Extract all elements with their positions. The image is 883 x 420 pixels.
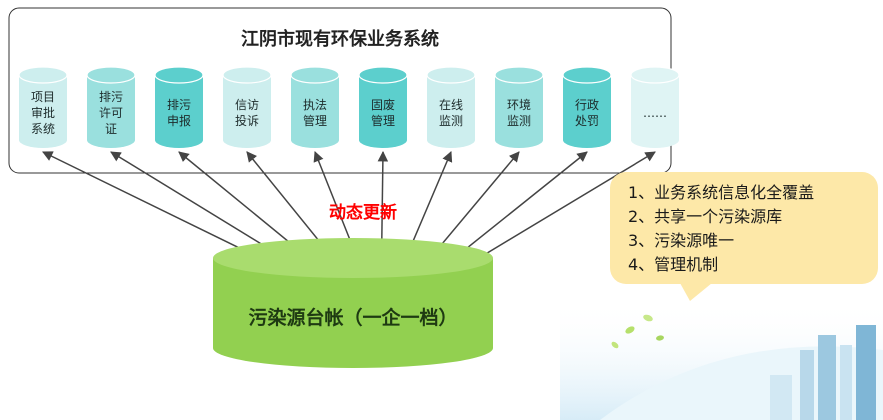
system-cylinder-label: 固废 (371, 97, 395, 112)
system-cylinder-label: 信访 (235, 98, 259, 112)
system-cylinder-body (291, 75, 339, 148)
system-cylinder-body (631, 75, 679, 148)
system-cylinder-body (427, 75, 475, 148)
system-cylinder-top (18, 66, 68, 84)
system-cylinder-top (494, 66, 544, 84)
system-cylinder-label: 管理 (303, 113, 327, 128)
system-cylinder-top (358, 66, 408, 84)
system-cylinder-label: 系统 (31, 122, 55, 136)
system-cylinder-top (222, 66, 272, 84)
system-cylinder-top (290, 66, 340, 84)
note-item-2: 2、共享一个污染源库 (628, 207, 783, 226)
dynamic-update-label: 动态更新 (329, 202, 397, 223)
system-cylinder-label: 行政 (575, 98, 599, 112)
system-cylinder: …… (630, 66, 680, 148)
system-cylinder-body (563, 75, 611, 148)
city-decoration (560, 300, 883, 420)
database-label: 污染源台帐（一企一档） (248, 306, 457, 329)
system-cylinder-body (155, 75, 203, 148)
system-cylinder-label: 在线 (439, 98, 463, 112)
note-item-1: 1、业务系统信息化全覆盖 (628, 183, 815, 202)
system-cylinder-body (19, 75, 67, 148)
system-cylinder-label: 许可 (99, 106, 123, 120)
system-cylinder-body (223, 75, 271, 148)
system-cylinder-body (495, 75, 543, 148)
note-item-3: 3、污染源唯一 (628, 231, 735, 250)
system-cylinder-label: 处罚 (575, 114, 599, 128)
system-cylinder-label: 项目 (31, 90, 55, 104)
system-cylinders: 项目审批系统排污许可证排污申报信访投诉执法管理固废管理在线监测环境监测行政处罚…… (18, 66, 680, 148)
notes-callout-tail (680, 283, 712, 301)
system-cylinder-top (562, 66, 612, 84)
system-cylinder-label: 排污 (99, 90, 123, 104)
system-cylinder-label: 执法 (303, 98, 327, 112)
system-cylinder-label: 证 (105, 122, 117, 136)
system-cylinder-top (426, 66, 476, 84)
notes-callout: 1、业务系统信息化全覆盖 2、共享一个污染源库 3、污染源唯一 4、管理机制 (610, 172, 878, 284)
sync-arrow (471, 151, 656, 263)
system-box-title: 江阴市现有环保业务系统 (241, 28, 439, 50)
system-cylinder-label: 审批 (31, 105, 55, 120)
system-cylinder-top (154, 66, 204, 84)
system-cylinder-label: 投诉 (235, 113, 259, 128)
system-cylinder-body (87, 75, 135, 148)
system-cylinder-label: 监测 (439, 114, 463, 128)
system-cylinder-label: 申报 (167, 113, 191, 128)
pollution-source-database: 污染源台帐（一企一档） (213, 238, 493, 368)
system-cylinder-label: 管理 (371, 113, 395, 128)
system-cylinder-top (86, 66, 136, 84)
note-item-4: 4、管理机制 (628, 255, 719, 274)
system-cylinder-top (630, 66, 680, 84)
system-cylinder-label: 监测 (507, 114, 531, 128)
system-cylinder-body (359, 75, 407, 148)
system-cylinder-label: 排污 (167, 98, 191, 112)
system-cylinder-label: 环境 (507, 97, 531, 112)
system-cylinder-label: …… (643, 106, 667, 120)
